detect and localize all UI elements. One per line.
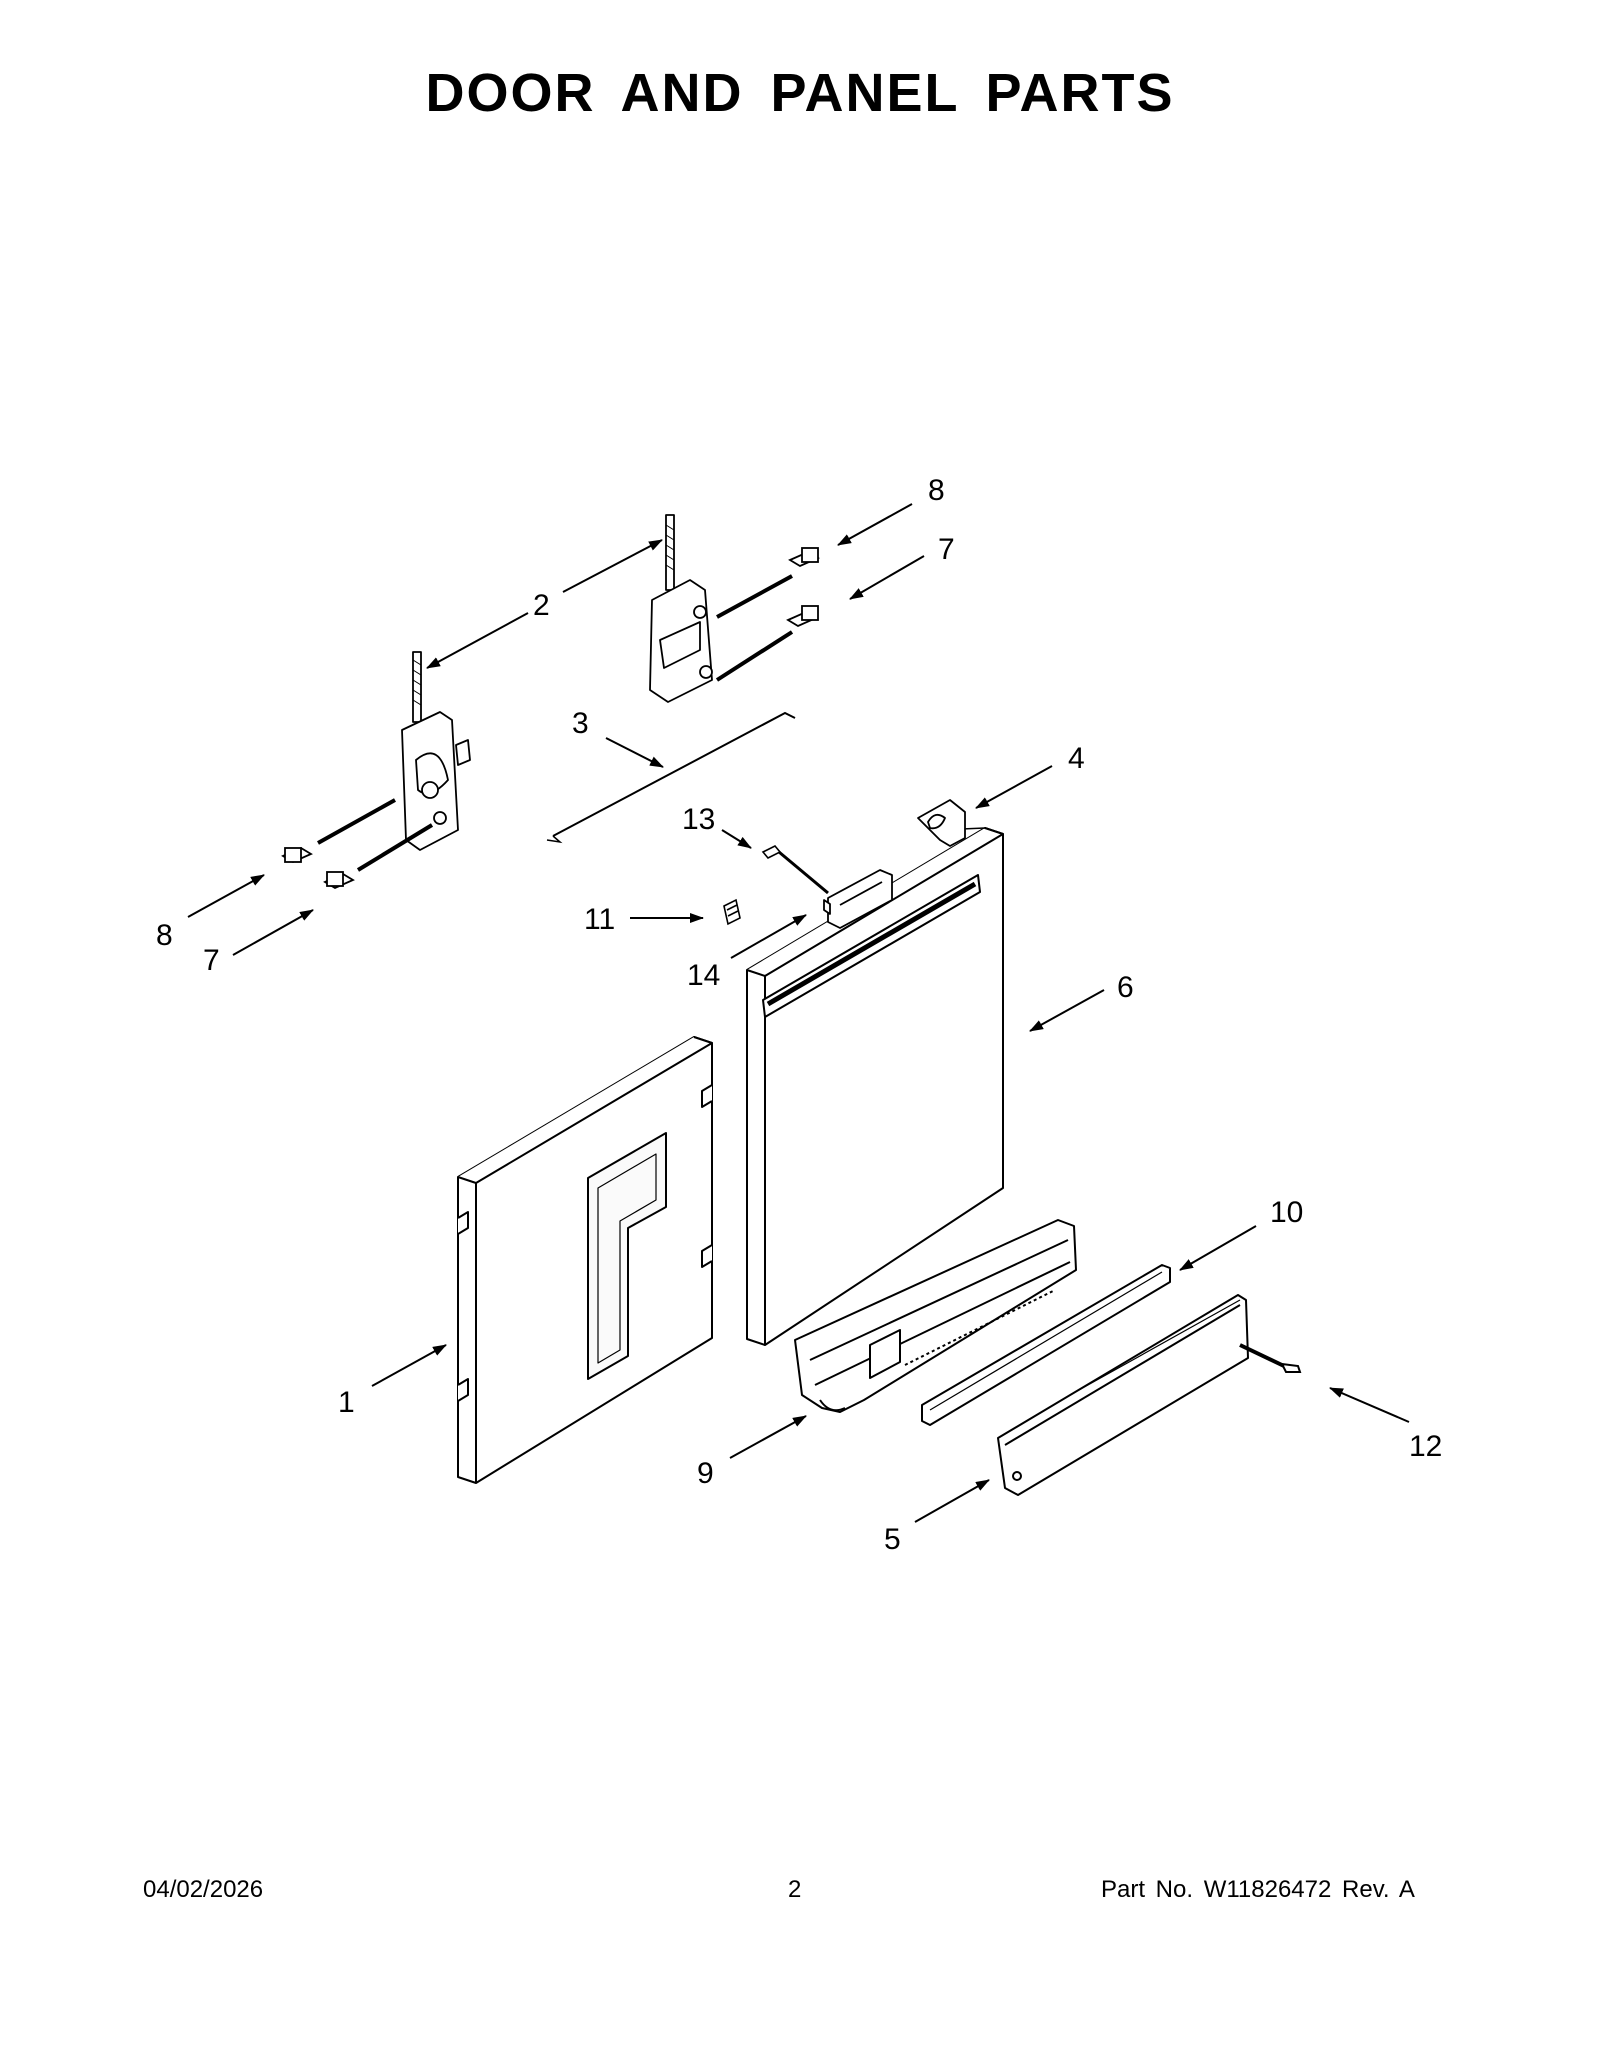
part-12-screw xyxy=(1239,1343,1302,1373)
part-7-screw-upper xyxy=(786,605,819,628)
callout-14: 14 xyxy=(687,959,720,992)
callout-7-lower: 7 xyxy=(203,944,220,977)
part-14-handle-bracket xyxy=(823,869,893,929)
callout-8-lower: 8 xyxy=(156,919,173,952)
arrow-2-right xyxy=(562,539,663,593)
footer-part-number: Part No. W11826472 Rev. A xyxy=(1101,1876,1415,1903)
part-8-screw-lower xyxy=(281,846,313,864)
part-2-hinge-right xyxy=(649,514,713,703)
part-7-screw-lower xyxy=(323,871,355,890)
callout-3: 3 xyxy=(572,707,589,740)
callout-11: 11 xyxy=(584,903,615,936)
part-10-trim-strip xyxy=(921,1264,1171,1426)
hinge-screw-leader-lines xyxy=(317,574,794,872)
part-2-hinge-left xyxy=(401,651,471,851)
part-9-door-bottom-frame xyxy=(794,1219,1077,1413)
page-title: DOOR AND PANEL PARTS xyxy=(425,63,1175,123)
arrow-8-upper xyxy=(837,503,913,546)
arrow-4 xyxy=(975,765,1053,809)
arrow-5 xyxy=(914,1479,990,1523)
part-3-rod xyxy=(546,711,796,844)
callout-9: 9 xyxy=(697,1457,714,1490)
arrow-2-left xyxy=(426,612,529,669)
callout-12: 12 xyxy=(1409,1430,1442,1463)
callout-8-upper: 8 xyxy=(928,474,945,507)
part-5-kick-bracket xyxy=(997,1294,1249,1496)
part-13-screw xyxy=(761,845,829,895)
arrow-14 xyxy=(730,914,807,959)
arrow-13 xyxy=(721,829,752,849)
arrow-6 xyxy=(1029,989,1105,1032)
footer-date: 04/02/2026 xyxy=(143,1876,264,1903)
arrow-7-lower xyxy=(232,909,314,956)
callout-arrows xyxy=(187,503,1410,1523)
part-1-door-panel xyxy=(457,1036,713,1484)
callout-labels: 1 2 3 4 5 6 7 7 8 8 9 10 11 12 13 14 xyxy=(156,474,1442,1556)
callout-10: 10 xyxy=(1270,1196,1303,1229)
part-6-outer-door-panel xyxy=(746,827,1004,1346)
arrow-9 xyxy=(729,1415,807,1459)
arrow-3 xyxy=(605,737,664,768)
part-8-screw-upper xyxy=(788,547,820,568)
arrow-8-lower xyxy=(187,874,265,918)
part-11-clip xyxy=(723,898,741,926)
callout-2: 2 xyxy=(533,589,550,622)
callout-7-upper: 7 xyxy=(938,533,955,566)
callout-1: 1 xyxy=(338,1386,355,1419)
part-4-latch-bracket xyxy=(917,799,966,847)
arrow-1 xyxy=(371,1344,447,1387)
callout-6: 6 xyxy=(1117,971,1134,1004)
arrow-10 xyxy=(1179,1225,1257,1271)
footer-page-number: 2 xyxy=(788,1876,802,1903)
arrow-7-upper xyxy=(849,555,925,600)
callout-5: 5 xyxy=(884,1523,901,1556)
arrow-12 xyxy=(1329,1387,1410,1423)
callout-13: 13 xyxy=(682,803,715,836)
callout-4: 4 xyxy=(1068,742,1085,775)
